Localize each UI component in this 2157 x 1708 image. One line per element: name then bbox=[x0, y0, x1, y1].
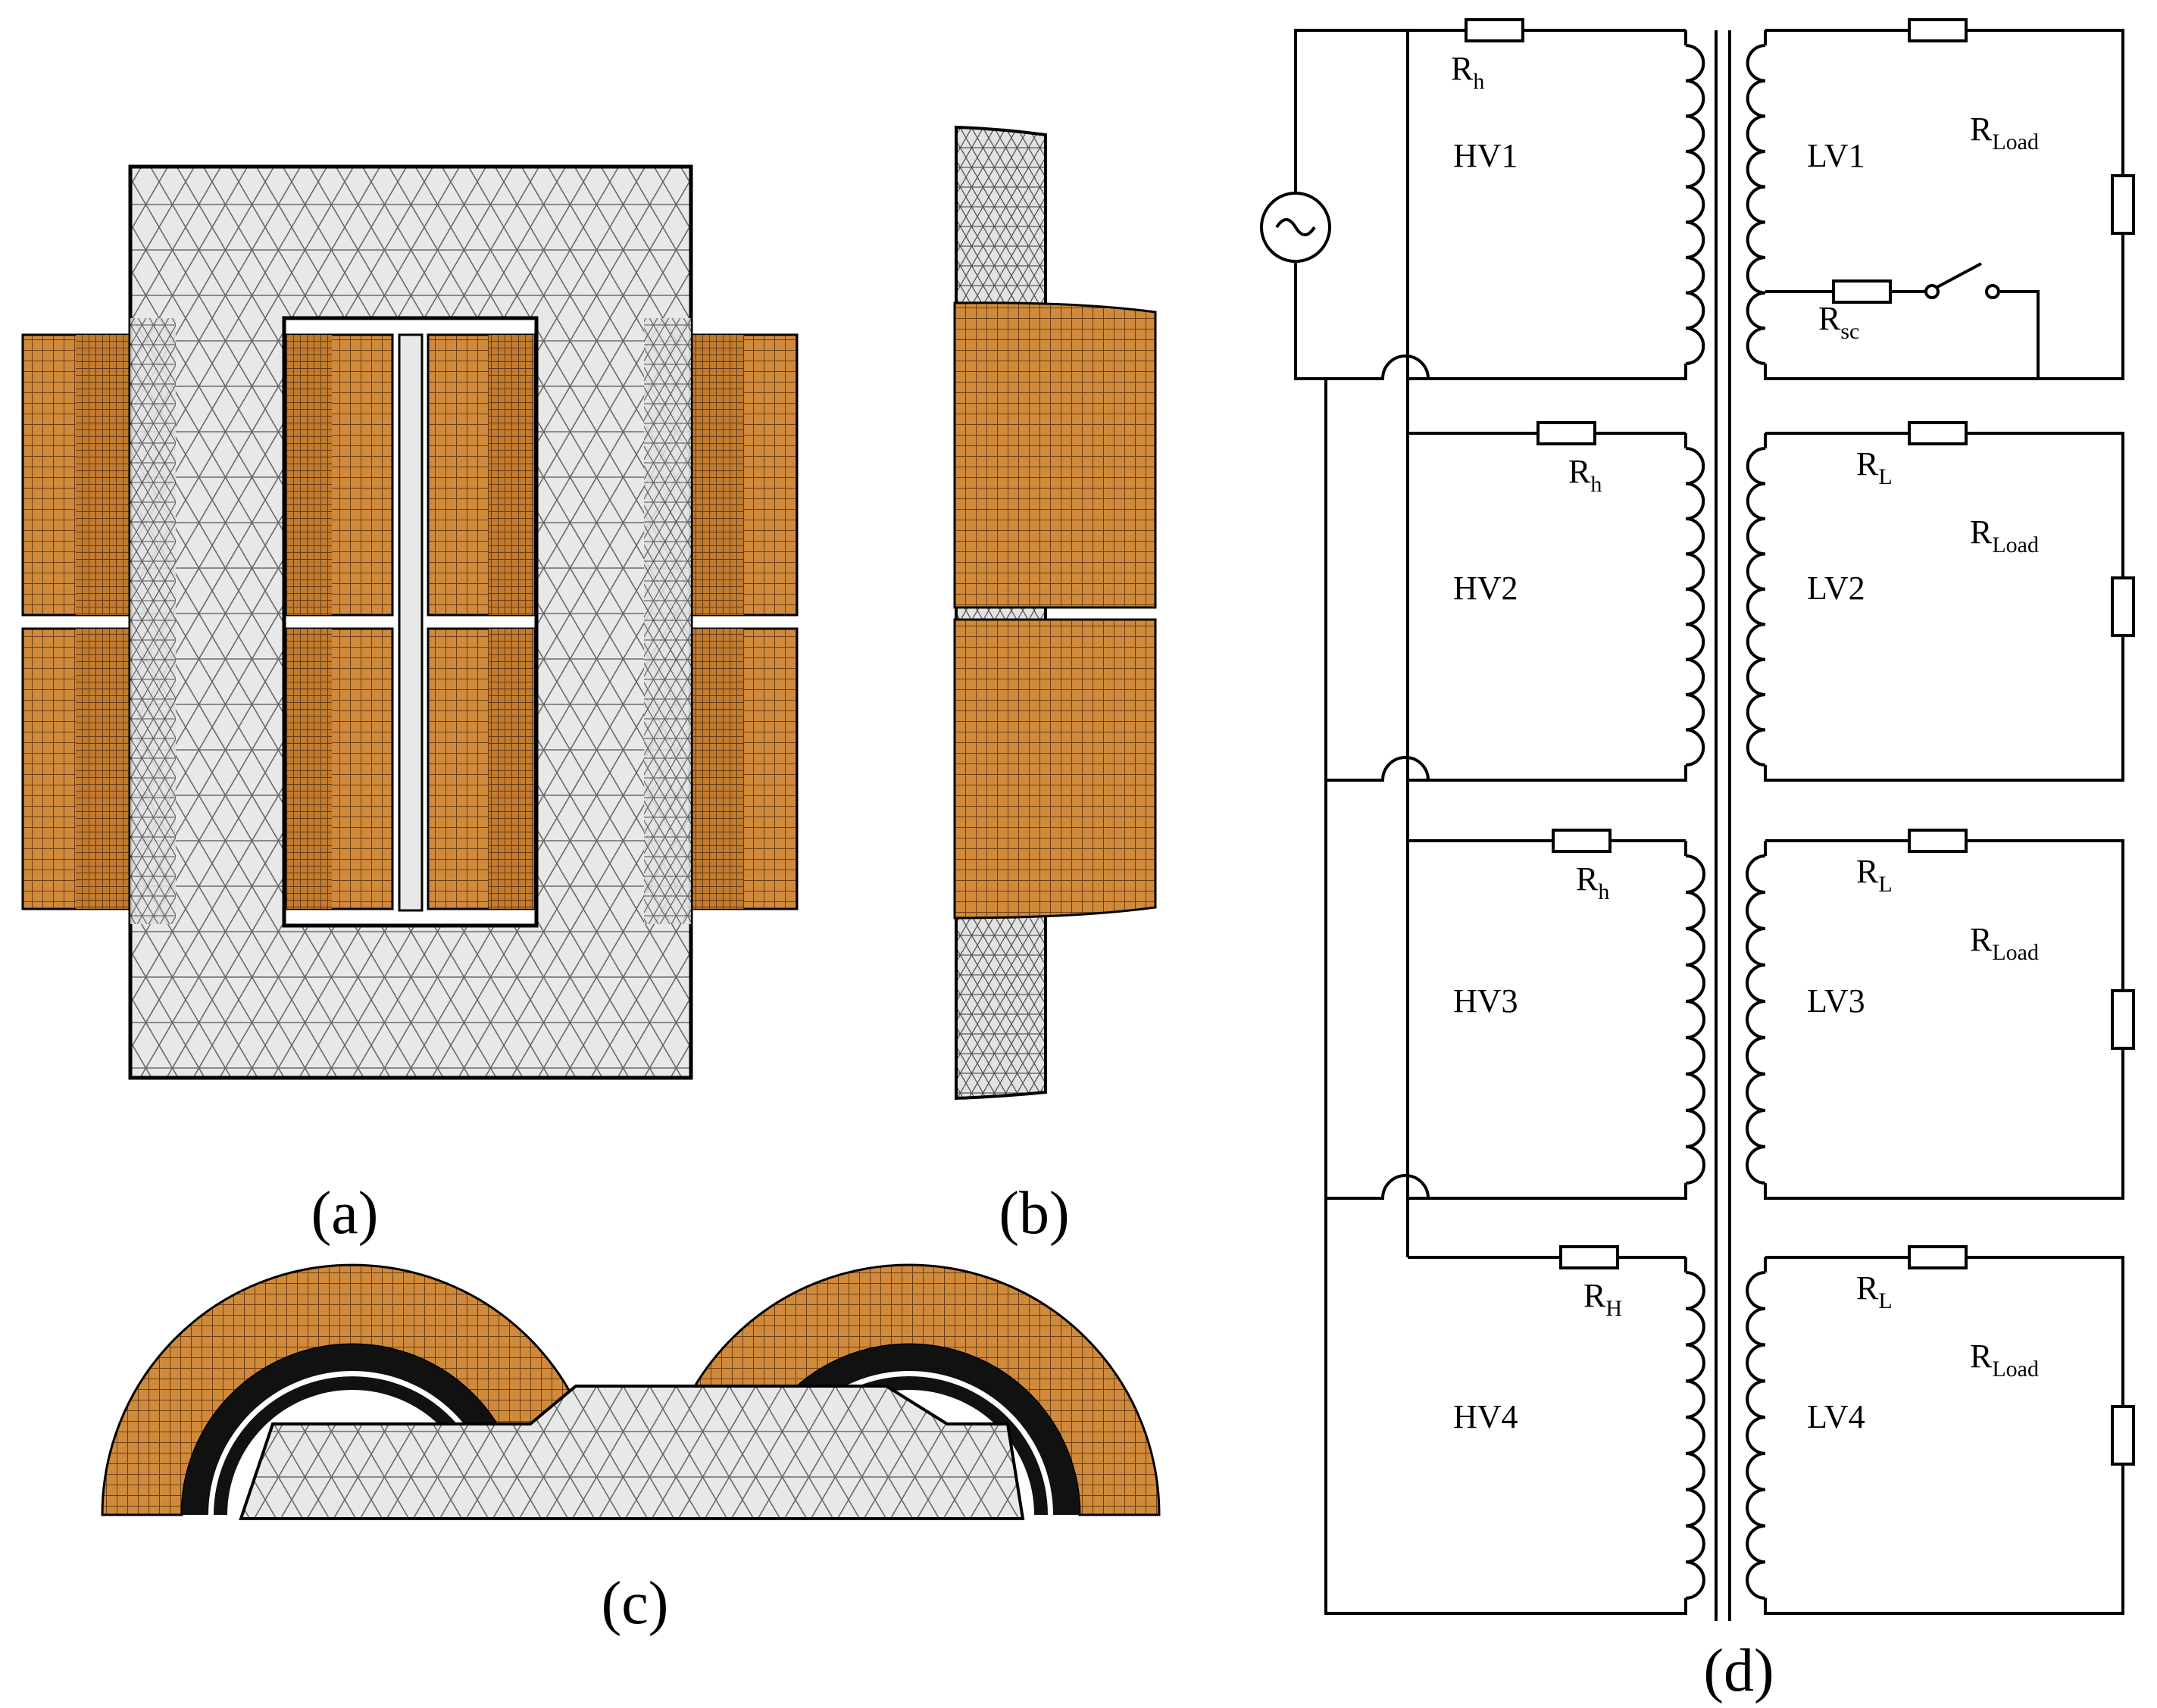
lv-wire bbox=[1764, 1256, 2124, 1615]
caption-c: (c) bbox=[602, 1570, 669, 1637]
core-top bbox=[239, 1385, 1025, 1520]
crossover-2 bbox=[1326, 756, 1430, 782]
hv-label: HV3 bbox=[1453, 982, 1518, 1019]
hv-bus-left bbox=[1324, 379, 1408, 1615]
lv-resistor-label: RL bbox=[1856, 853, 1893, 897]
hv-label: HV1 bbox=[1453, 137, 1518, 174]
hv-wire-side bbox=[1408, 1257, 1687, 1615]
hv-wire-side bbox=[1408, 841, 1687, 1200]
load-resistor-label: RLoad bbox=[1970, 921, 2039, 965]
center-limb bbox=[398, 333, 424, 912]
load-resistor bbox=[2111, 576, 2135, 637]
lv-coil bbox=[1746, 44, 1766, 365]
hv-wire-side bbox=[1408, 30, 1687, 380]
winding-side-lower bbox=[953, 618, 1157, 920]
hv-resistor bbox=[1552, 829, 1611, 853]
caption-d: (d) bbox=[1703, 1638, 1774, 1704]
load-resistor-label: RLoad bbox=[1970, 111, 2039, 155]
lv-resistor-label: RL bbox=[1856, 445, 1893, 489]
caption-b: (b) bbox=[999, 1180, 1069, 1247]
load-resistor bbox=[2111, 989, 2135, 1050]
lv-coil bbox=[1746, 447, 1766, 767]
hv-resistor-label: RH bbox=[1583, 1277, 1622, 1321]
lv-label: LV2 bbox=[1807, 570, 1865, 607]
lv-label: LV3 bbox=[1807, 982, 1865, 1019]
caption-a: (a) bbox=[311, 1180, 379, 1247]
switch-node bbox=[1924, 284, 1940, 299]
hv-coil bbox=[1685, 44, 1705, 365]
hv-label: HV4 bbox=[1453, 1398, 1518, 1435]
panel-b-side-view: (b) bbox=[953, 125, 1157, 1247]
ac-wave bbox=[1275, 218, 1316, 236]
hv-resistor bbox=[1559, 1245, 1619, 1269]
lv-wire bbox=[1764, 29, 2124, 380]
hv-label: HV2 bbox=[1453, 570, 1518, 607]
sc-wire bbox=[1765, 290, 2040, 379]
hv-resistor-label: Rh bbox=[1568, 453, 1602, 497]
hv-resistor bbox=[1536, 421, 1596, 445]
lv-resistor bbox=[1908, 829, 1968, 853]
panel-d-circuit bbox=[1260, 18, 2135, 1621]
switch-icon bbox=[1935, 262, 1982, 289]
lv-coil bbox=[1746, 854, 1766, 1185]
panel-c-top-view: (c) bbox=[101, 1263, 1161, 1637]
hv-resistor-label: Rh bbox=[1576, 860, 1609, 904]
lv-resistor-label: RL bbox=[1856, 1269, 1893, 1313]
lv-coil bbox=[1746, 1271, 1766, 1600]
lv-wire bbox=[1764, 432, 2124, 782]
hv-resistor-label: Rh bbox=[1451, 50, 1484, 94]
hv-bus-top bbox=[1294, 29, 1686, 380]
sc-resistor-label: Rsc bbox=[1818, 300, 1859, 344]
lv-resistor bbox=[1908, 18, 1968, 42]
lv-label: LV4 bbox=[1807, 1398, 1865, 1435]
hv-coil bbox=[1685, 854, 1705, 1185]
lv-resistor bbox=[1908, 1245, 1968, 1269]
lv-resistor bbox=[1908, 421, 1968, 445]
lv-wire bbox=[1764, 839, 2124, 1200]
crossover-3 bbox=[1326, 1174, 1430, 1200]
core-side bbox=[955, 125, 1047, 1101]
hv-coil bbox=[1685, 1271, 1705, 1600]
winding-side-upper bbox=[953, 301, 1157, 609]
hv-resistor bbox=[1465, 18, 1524, 42]
sc-resistor bbox=[1832, 279, 1892, 304]
hv-wire-side bbox=[1408, 433, 1687, 782]
load-resistor bbox=[2111, 1405, 2135, 1466]
switch-node bbox=[1985, 284, 2000, 299]
lv-label: LV1 bbox=[1807, 137, 1865, 174]
hv-coil bbox=[1685, 447, 1705, 767]
load-resistor-label: RLoad bbox=[1970, 514, 2039, 557]
load-resistor-label: RLoad bbox=[1970, 1338, 2039, 1382]
load-resistor bbox=[2111, 174, 2135, 235]
panel-a-front-view: (a) bbox=[21, 164, 799, 1247]
